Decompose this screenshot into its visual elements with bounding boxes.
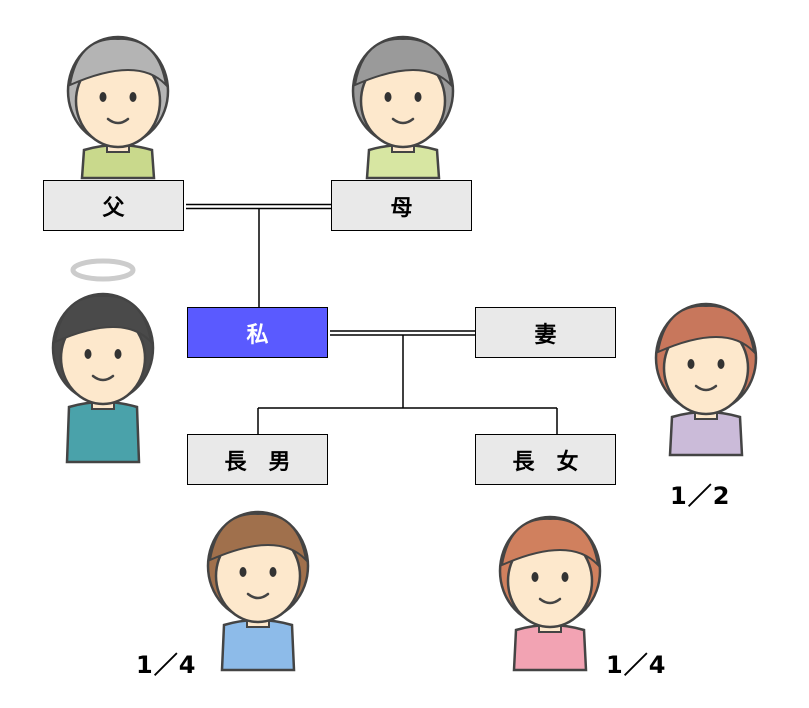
smile [538,597,562,605]
left-eye [239,567,247,577]
wife-share: 1／2 [670,482,731,510]
right-eye [114,349,122,359]
father-illustration [66,35,170,180]
son-share: 1／4 [136,651,197,679]
right-eye [717,359,725,369]
son-illustration [206,510,310,672]
self-box: 私 [187,307,328,358]
daughter-share: 1／4 [606,651,667,679]
left-eye [84,349,92,359]
daughter-label: 長 女 [512,449,579,475]
smile [246,592,270,600]
left-eye [531,572,539,582]
right-eye [561,572,569,582]
self-label: 私 [246,322,269,348]
halo-icon [70,258,136,282]
right-eye [269,567,277,577]
smile [391,117,415,125]
son-box: 長 男 [187,434,328,485]
wife-box: 妻 [475,307,616,358]
right-eye [129,92,137,102]
son-label: 長 男 [224,449,291,475]
wife-illustration [654,302,758,457]
bangs [68,37,168,89]
wife-label: 妻 [534,322,557,348]
left-eye [99,92,107,102]
bangs [500,517,600,569]
father-box: 父 [43,180,184,231]
father-label: 父 [102,195,125,221]
bangs [353,37,453,89]
mother-label: 母 [390,195,413,221]
mother-illustration [351,35,455,180]
smile [694,384,718,392]
daughter-illustration [498,515,602,672]
right-eye [414,92,422,102]
smile [106,117,130,125]
smile [91,374,115,382]
self-illustration [51,258,155,464]
left-eye [687,359,695,369]
daughter-box: 長 女 [475,434,616,485]
bangs [53,294,153,346]
left-eye [384,92,392,102]
mother-box: 母 [331,180,472,231]
bangs [208,512,308,564]
bangs [656,304,756,356]
